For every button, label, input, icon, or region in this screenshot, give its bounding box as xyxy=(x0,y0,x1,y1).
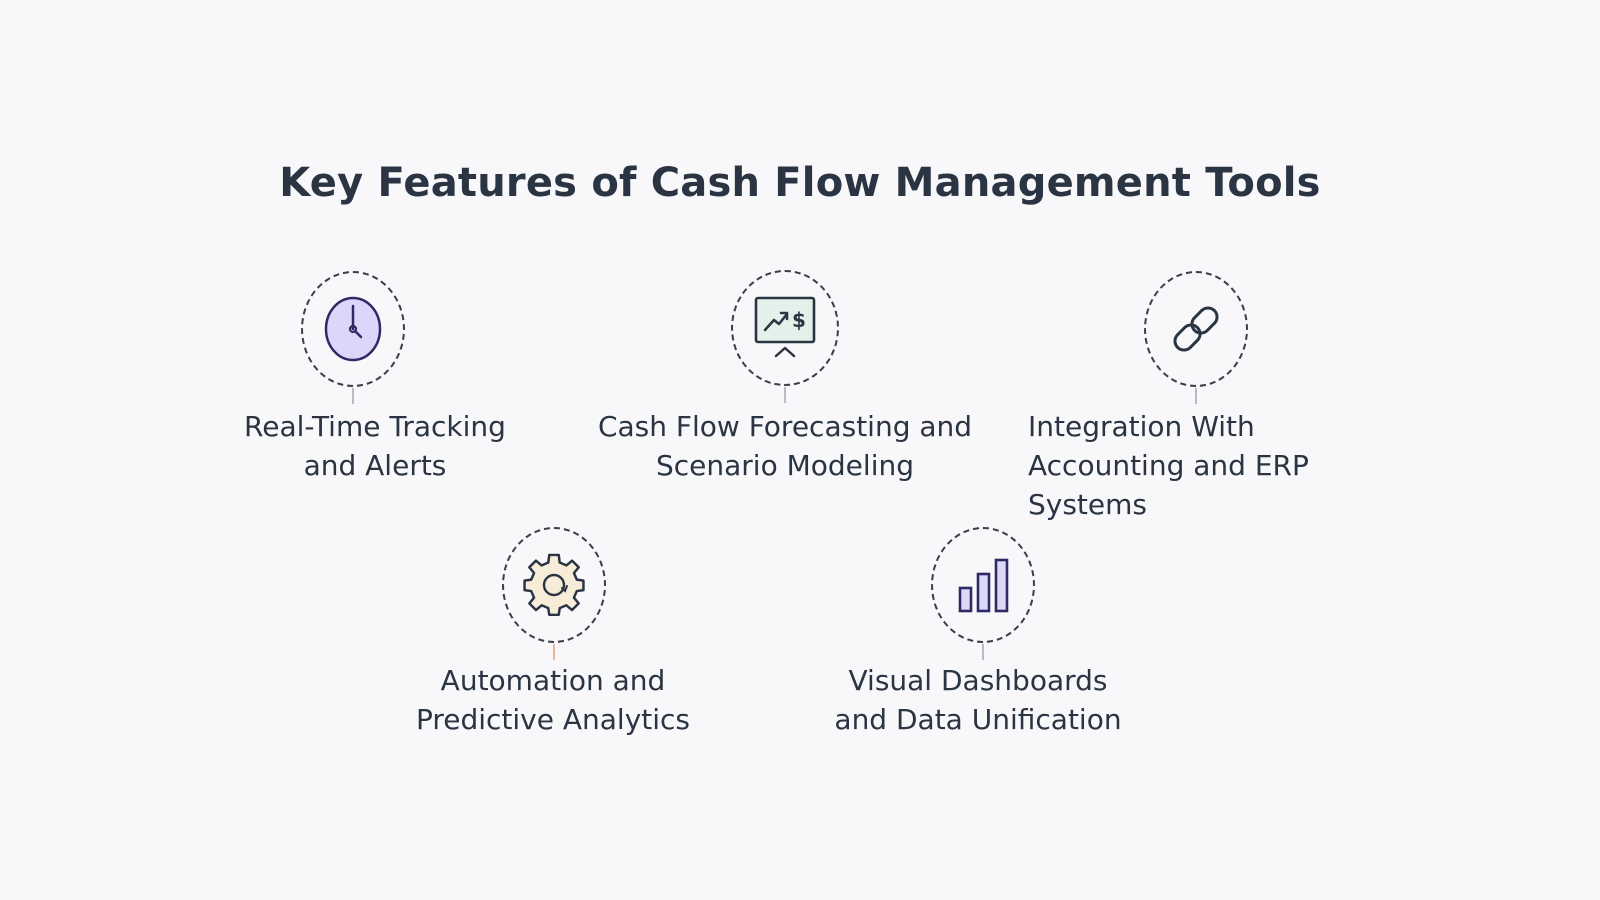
connector-line xyxy=(352,388,354,404)
forecast-screen-icon-badge: $ xyxy=(731,270,839,386)
connector-line xyxy=(1195,388,1197,404)
connector-line xyxy=(553,644,555,660)
gear-icon-badge xyxy=(502,527,606,643)
feature-label: Cash Flow Forecasting and Scenario Model… xyxy=(597,410,973,482)
connector-line xyxy=(982,644,984,660)
svg-text:$: $ xyxy=(792,308,806,332)
feature-label: Visual Dashboards and Data Unification xyxy=(834,664,1122,736)
link-icon-badge xyxy=(1144,271,1248,387)
bar-chart-icon-badge xyxy=(931,527,1035,643)
link-icon xyxy=(1173,306,1219,352)
feature-label: Automation and Predictive Analytics xyxy=(415,664,691,736)
bar-chart-icon xyxy=(958,558,1009,613)
clock-icon xyxy=(324,296,382,362)
forecast-screen-icon: $ xyxy=(754,296,816,358)
feature-label: Real-Time Tracking and Alerts xyxy=(244,410,506,482)
feature-label: Integration With Accounting and ERP Syst… xyxy=(1028,410,1309,521)
connector-line xyxy=(784,387,786,403)
clock-icon-badge xyxy=(301,271,405,387)
page-title: Key Features of Cash Flow Management Too… xyxy=(279,160,1321,206)
gear-icon xyxy=(523,553,585,617)
